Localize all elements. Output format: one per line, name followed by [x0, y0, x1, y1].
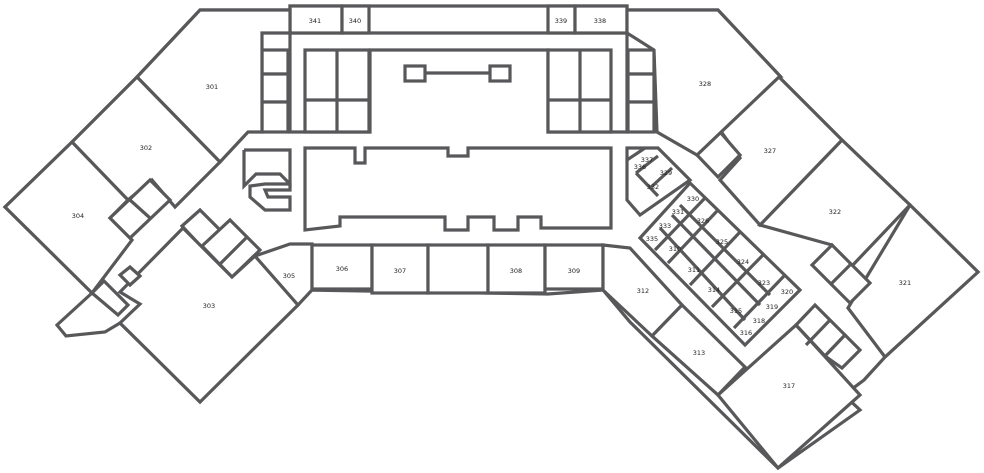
room-label-337: 337: [641, 156, 653, 164]
room-301-outline: [134, 8, 292, 165]
room-label-301: 301: [206, 83, 218, 91]
room-306-outline: [310, 243, 374, 291]
room-label-317: 317: [783, 382, 795, 390]
room-label-320: 320: [781, 288, 793, 296]
room-label-331: 331: [672, 208, 684, 216]
room-label-309: 309: [568, 267, 580, 275]
room-label-335: 335: [646, 235, 658, 243]
room-label-315: 315: [730, 307, 742, 315]
room-label-302: 302: [140, 144, 152, 152]
room-label-312: 312: [637, 287, 649, 295]
room-label-314: 314: [708, 286, 720, 294]
floor-plan-walls: [2, 4, 981, 471]
room-label-340: 340: [349, 17, 361, 25]
room-label-333: 333: [659, 222, 671, 230]
room-label-324: 324: [737, 258, 749, 266]
room-340-outline: [340, 4, 371, 35]
room-label-311: 311: [688, 266, 700, 274]
room-label-332: 332: [647, 183, 659, 191]
room-label-304: 304: [72, 212, 84, 220]
room-label-325: 325: [716, 238, 728, 246]
ramp-element: [248, 182, 292, 212]
room-label-330: 330: [687, 195, 699, 203]
room-313-outline: [649, 302, 748, 398]
room-label-305: 305: [283, 272, 295, 280]
room-label-316: 316: [740, 329, 752, 337]
bridge-node-west: [403, 64, 427, 83]
room-label-307: 307: [394, 267, 406, 275]
room-label-323: 323: [758, 279, 770, 287]
room-label-336: 336: [634, 163, 646, 171]
room-label-326: 326: [697, 217, 709, 225]
room-321-outline: [846, 202, 981, 360]
room-328-outline: [625, 8, 783, 157]
room-label-319: 319: [766, 303, 778, 311]
room-label-329: 329: [660, 169, 672, 177]
room-labels: 301 302 303 304 305 306 307 308 309 310 311 312 313 3…: [72, 17, 911, 390]
room-317-outline: [715, 322, 863, 471]
room-label-338: 338: [594, 17, 606, 25]
room-label-313: 313: [693, 349, 705, 357]
room-label-318: 318: [753, 317, 765, 325]
room-308-outline: [486, 243, 547, 295]
bridge-node-east: [488, 64, 512, 83]
room-label-341: 341: [309, 17, 321, 25]
room-label-306: 306: [336, 265, 348, 273]
room-label-328: 328: [699, 80, 711, 88]
room-label-339: 339: [555, 17, 567, 25]
room-label-303: 303: [203, 302, 215, 310]
room-label-310: 310: [669, 245, 681, 253]
room-label-321: 321: [899, 279, 911, 287]
room-label-327: 327: [764, 147, 776, 155]
room-label-322: 322: [829, 208, 841, 216]
central-core: [303, 146, 613, 232]
room-label-308: 308: [510, 267, 522, 275]
